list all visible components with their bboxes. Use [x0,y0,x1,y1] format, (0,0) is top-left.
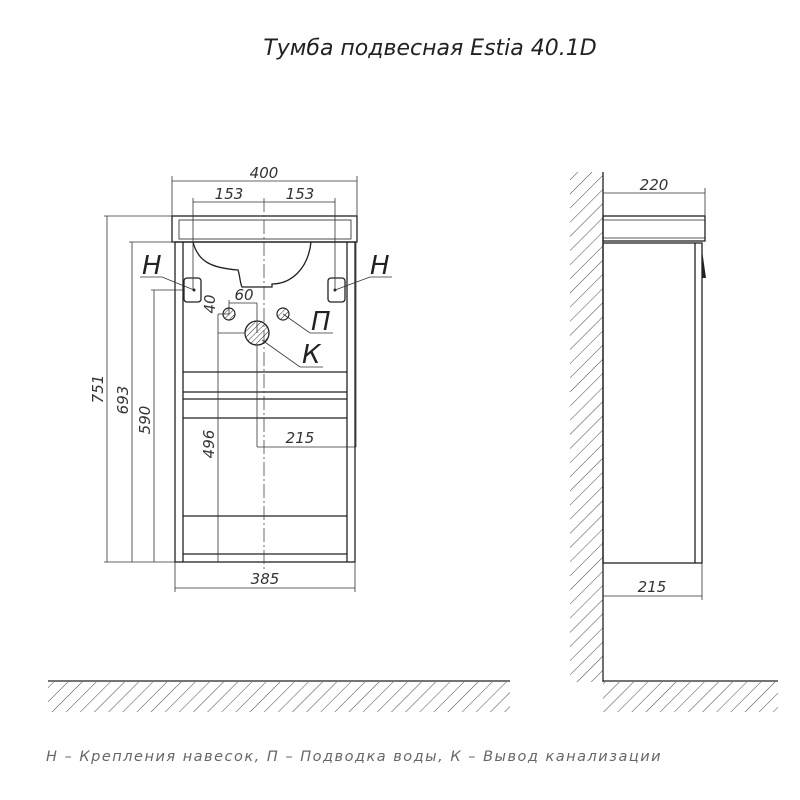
side-countertop [602,215,706,242]
label-mount-left: Н [142,251,162,281]
dim-top-depth: 220 [640,176,669,194]
dim-body-depth: 215 [638,578,667,596]
dim-pipe-spacing: 60 [234,286,253,304]
dim-height-mount: 590 [136,406,154,435]
dim-drain-offset: 215 [286,429,315,447]
dim-mount-left: 153 [215,185,244,203]
dim-overall-width: 400 [250,164,279,182]
dim-height-body: 693 [114,386,132,415]
door-handle [702,250,706,278]
cabinet-body [174,241,356,563]
side-body [602,242,703,564]
wall-hatch [570,172,603,682]
dim-height-total: 751 [89,375,107,404]
side-view: 220 215 [570,172,706,682]
dim-drain-height: 496 [200,430,218,459]
front-view: Н Н П К 400 153 153 60 40 496 215 [89,164,392,592]
dim-mount-right: 153 [286,185,315,203]
floor [48,680,778,712]
label-mount-right: Н [370,251,390,281]
label-drain: К [302,340,322,370]
bracket-right [327,277,346,303]
dim-body-width: 385 [251,570,280,588]
sink-bowl [192,241,312,288]
dim-pipe-drop: 40 [201,294,219,313]
legend-caption: Н – Крепления навесок, П – Подводка воды… [46,749,662,765]
drawing-title: Тумба подвесная Estia 40.1D [263,36,596,61]
label-water: П [311,307,331,337]
